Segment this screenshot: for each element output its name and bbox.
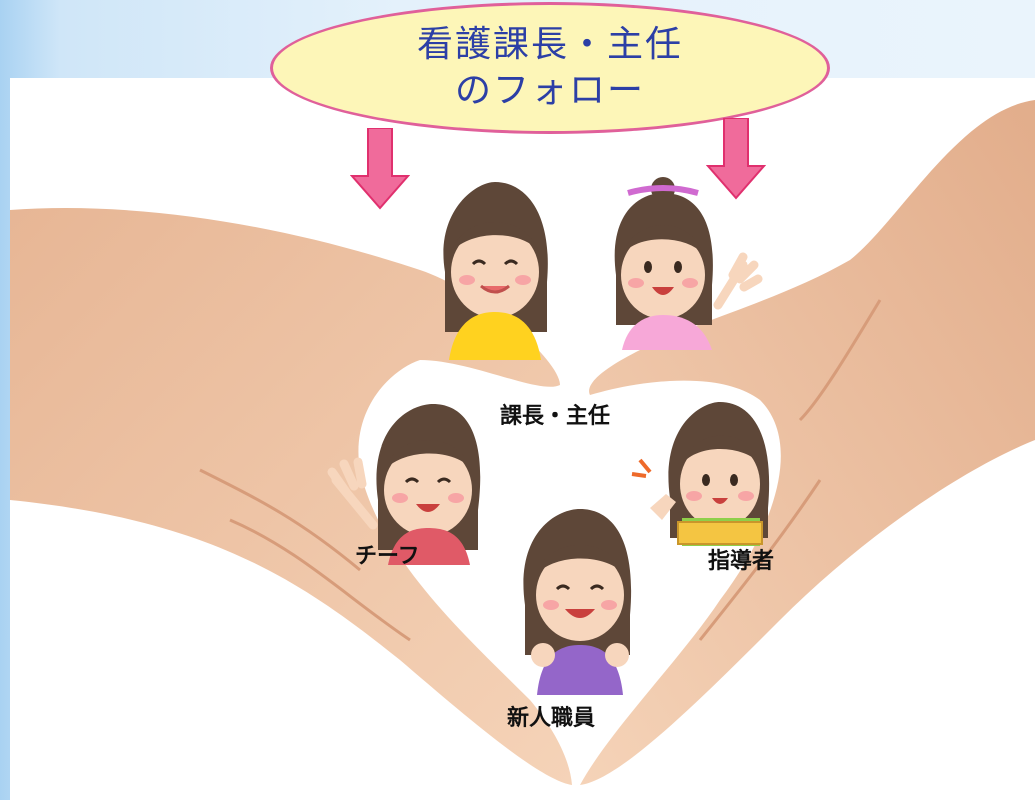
left-down-arrow-icon — [350, 128, 410, 210]
callout-bubble: 看護課長・主任 のフォロー — [270, 2, 830, 134]
left-hand — [10, 208, 572, 785]
callout-line-1: 看護課長・主任 — [416, 24, 683, 65]
right-down-arrow-icon — [706, 118, 766, 200]
label-chief: チーフ — [355, 544, 420, 569]
instructor-figure — [631, 402, 770, 546]
chief-figure — [327, 404, 481, 565]
label-manager: 課長・主任 — [500, 404, 611, 429]
manager-figure-1 — [443, 182, 548, 360]
new-staff-figure — [523, 509, 632, 695]
callout-line-2: のフォロー — [454, 70, 645, 111]
right-hand — [580, 100, 1035, 785]
label-new-staff: 新人職員 — [507, 706, 596, 731]
label-instructor: 指導者 — [708, 549, 775, 574]
manager-figure-2 — [614, 177, 763, 350]
